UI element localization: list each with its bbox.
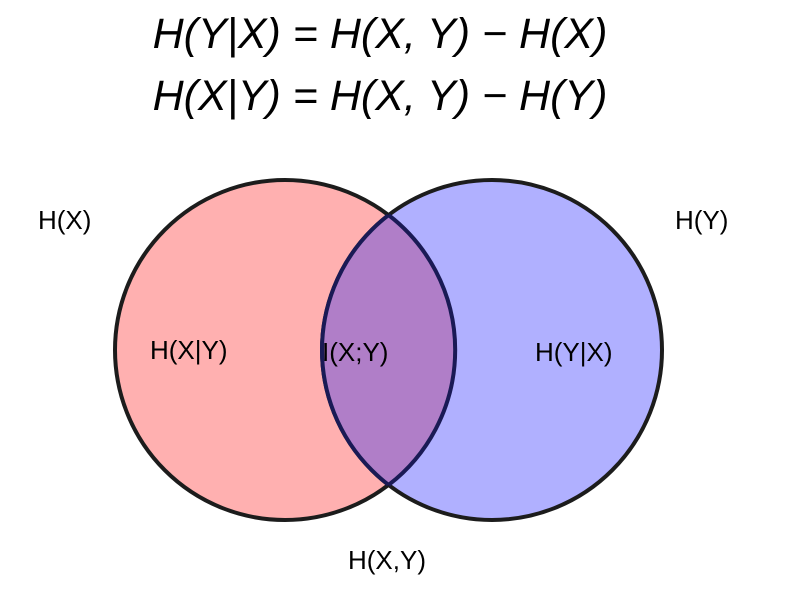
label-joint-entropy: H(X,Y) xyxy=(348,545,426,575)
label-hx: H(X) xyxy=(38,205,92,235)
label-hy-given-x: H(Y|X) xyxy=(535,337,613,367)
label-hx-given-y: H(X|Y) xyxy=(150,335,228,365)
label-mutual-information: I(X;Y) xyxy=(322,337,389,367)
equation-conditional-y: H(Y|X) = H(X, Y) − H(X) xyxy=(152,10,608,58)
overlap-left-arc xyxy=(387,213,458,487)
label-hy: H(Y) xyxy=(675,205,729,235)
overlap-region xyxy=(320,180,455,520)
equation-conditional-x: H(X|Y) = H(X, Y) − H(Y) xyxy=(152,72,608,120)
